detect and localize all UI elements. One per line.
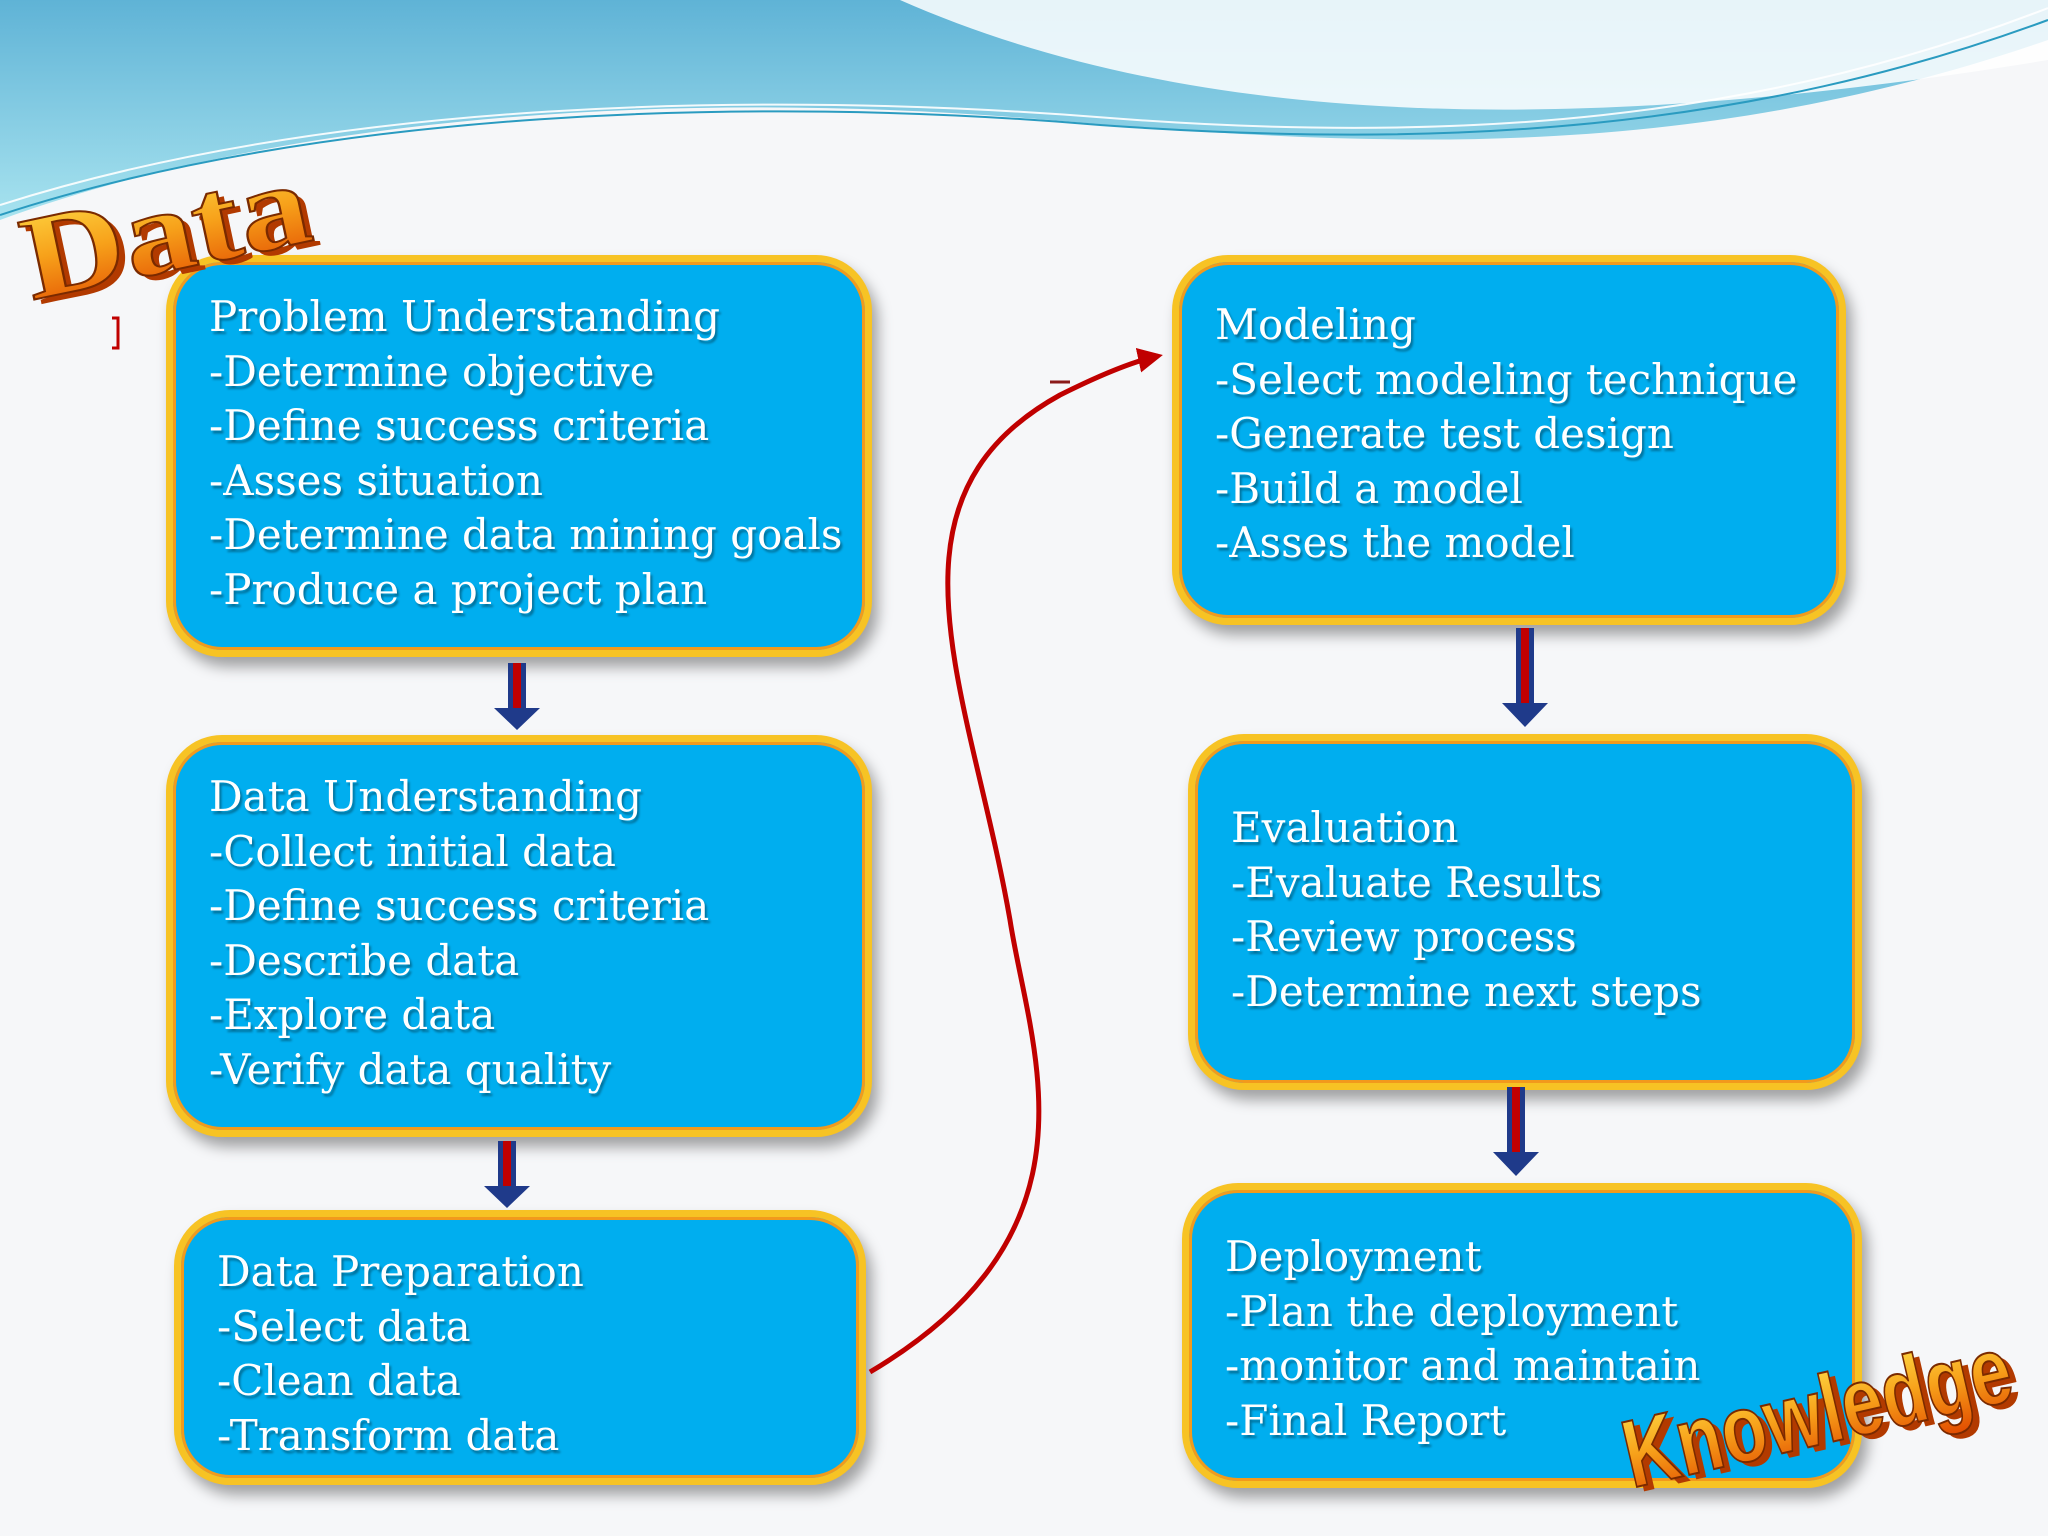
box-item: -Transform data	[217, 1410, 560, 1460]
box-item: -Verify data quality	[209, 1044, 612, 1094]
box-item: -Final Report	[1225, 1395, 1507, 1445]
down-arrow-problem-to-data	[494, 663, 540, 730]
curve-arrow-preparation-to-modeling	[868, 347, 1163, 1375]
box-item-list: -Plan the deployment -monitor and maintai…	[1225, 1285, 1825, 1449]
box-item: -Collect initial data	[209, 826, 616, 876]
box-title: Modeling	[1215, 300, 1416, 349]
box-item-list: -Evaluate Results -Review process -Determi…	[1231, 856, 1825, 1020]
box-item-list: -Collect initial data -Define success cri…	[209, 825, 835, 1098]
box-title: Deployment	[1225, 1232, 1482, 1281]
box-item: -Determine data mining goals	[209, 510, 843, 559]
box-title: Data Understanding	[209, 772, 643, 821]
down-arrow-data-to-preparation	[484, 1141, 530, 1208]
box-item: -Review process	[1231, 912, 1577, 961]
red-fragment-mark	[112, 316, 120, 350]
box-item: -Asses the model	[1215, 518, 1575, 567]
box-item: -Define success criteria	[209, 881, 710, 930]
box-item: -Determine objective	[209, 346, 655, 396]
down-arrow-modeling-to-evaluation	[1502, 628, 1548, 727]
header-wave-background	[0, 0, 2048, 220]
box-title: Evaluation	[1231, 803, 1459, 852]
box-data-preparation: Data Preparation -Select data -Clean data…	[174, 1210, 866, 1485]
box-item: -monitor and maintain	[1225, 1341, 1701, 1390]
box-item: -Describe data	[209, 935, 520, 985]
box-item: -Explore data	[209, 990, 496, 1039]
box-title: Problem Understanding	[209, 292, 721, 341]
box-item: -Produce a project plan	[209, 564, 708, 614]
box-item: -Generate test design	[1215, 409, 1674, 458]
box-title: Data Preparation	[217, 1247, 584, 1296]
box-item: -Clean data	[217, 1356, 461, 1405]
box-evaluation: Evaluation -Evaluate Results -Review proc…	[1188, 734, 1862, 1090]
box-item-list: -Select modeling technique -Generate test…	[1215, 353, 1809, 571]
box-item-list: -Determine objective -Define success crit…	[209, 345, 843, 618]
down-arrow-evaluation-to-deployment	[1493, 1087, 1539, 1176]
box-item-list: -Select data -Clean data -Transform data	[217, 1300, 829, 1464]
box-item: -Asses situation	[209, 455, 543, 505]
box-modeling: Modeling -Select modeling technique -Gene…	[1172, 255, 1846, 625]
box-problem-understanding: Problem Understanding -Determine objecti…	[166, 255, 872, 657]
box-deployment: Deployment -Plan the deployment -monitor …	[1182, 1183, 1862, 1488]
box-data-understanding: Data Understanding -Collect initial data…	[166, 735, 872, 1137]
box-item: -Define success criteria	[209, 401, 710, 450]
box-item: -Select modeling technique	[1215, 354, 1798, 404]
box-item: -Select data	[217, 1301, 471, 1351]
box-item: -Evaluate Results	[1231, 857, 1603, 907]
box-item: -Determine next steps	[1231, 966, 1702, 1016]
box-item: -Build a model	[1215, 463, 1523, 513]
box-item: -Plan the deployment	[1225, 1286, 1679, 1336]
